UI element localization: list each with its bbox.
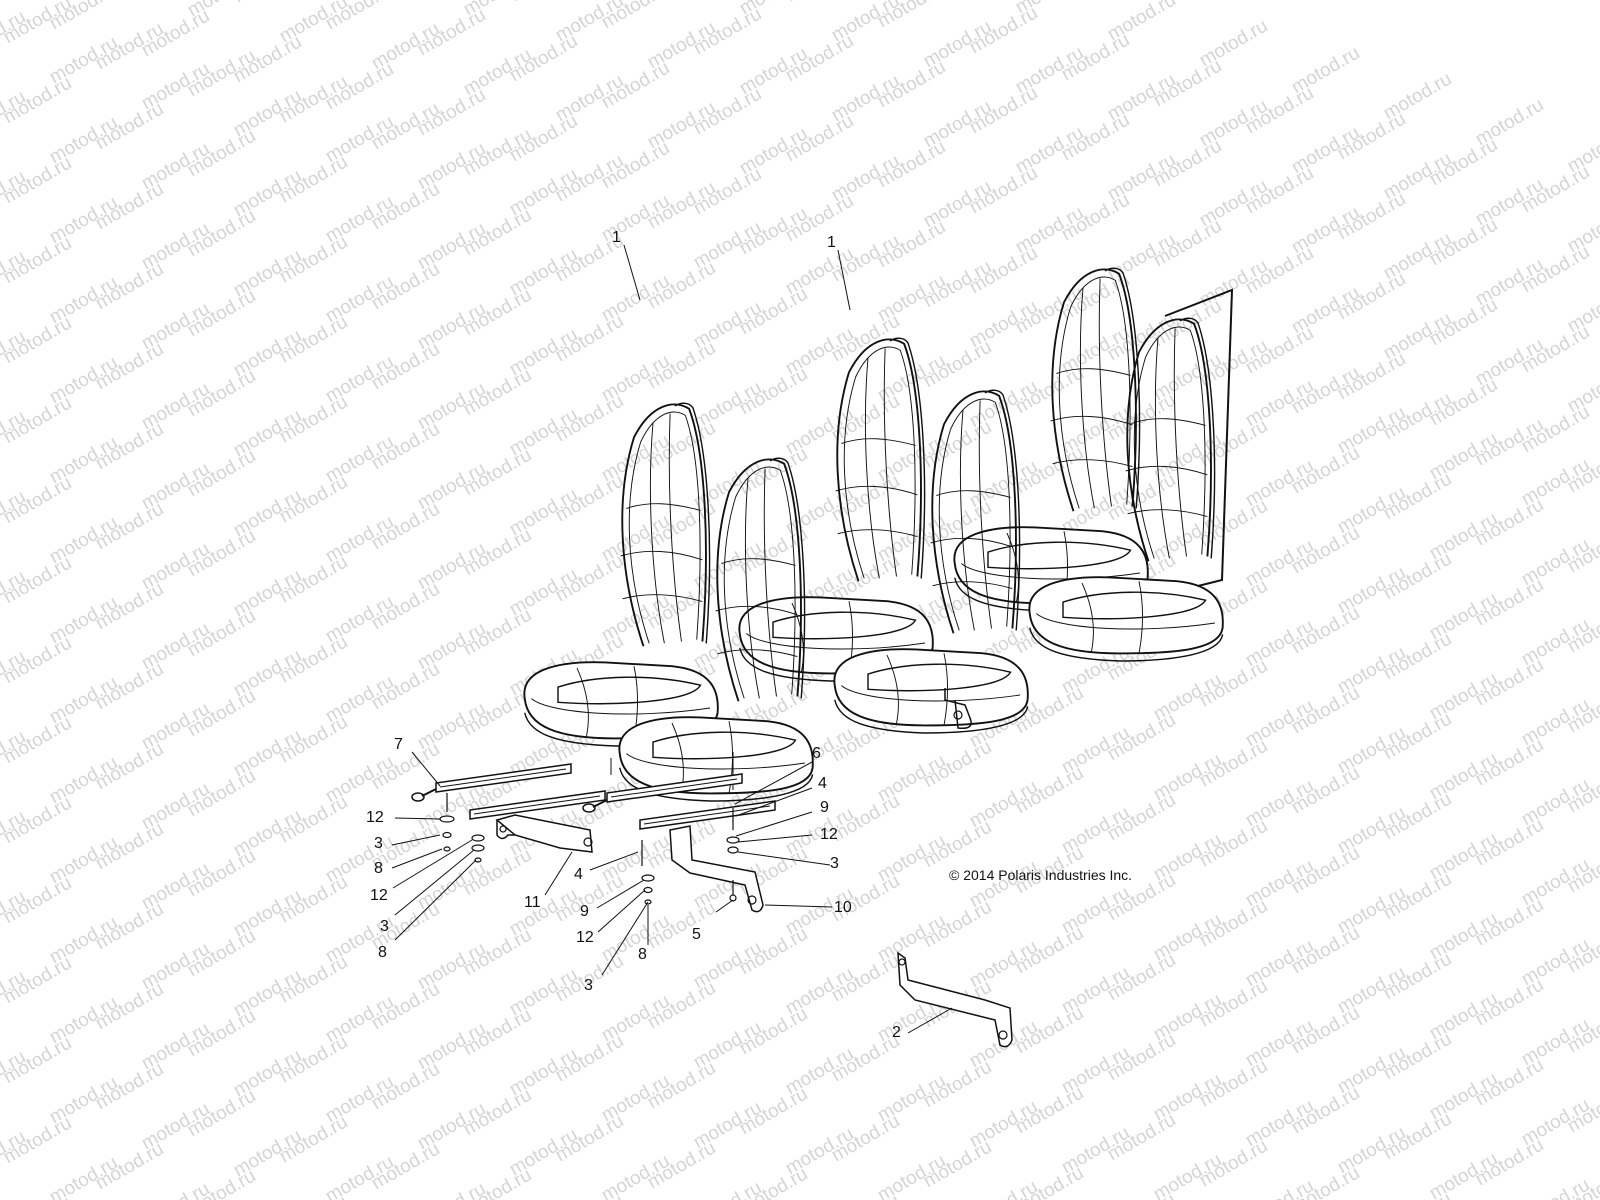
callout-6: 6 (812, 745, 821, 762)
seat-rear-left (953, 267, 1149, 612)
callout-12: 12 (370, 887, 388, 904)
callout-12: 12 (820, 826, 838, 843)
callout-2: 2 (892, 1024, 901, 1041)
rail-7 (435, 763, 572, 793)
callout-4: 4 (818, 775, 827, 792)
callout-9: 9 (580, 903, 589, 920)
callout-8: 8 (374, 860, 383, 877)
callout-7: 7 (394, 736, 403, 753)
rear-panel (1164, 288, 1234, 589)
callout-3: 3 (380, 918, 389, 935)
callout-8: 8 (638, 946, 647, 963)
callout-10: 10 (834, 899, 852, 916)
callout-12: 12 (576, 929, 594, 946)
seat-rear-right (1028, 317, 1224, 662)
callout-4: 4 (574, 866, 583, 883)
callout-3: 3 (584, 977, 593, 994)
callout-8: 8 (378, 944, 387, 961)
callout-3: 3 (830, 855, 839, 872)
callout-1: 1 (612, 229, 621, 246)
callout-12: 12 (366, 809, 384, 826)
callout-1: 1 (827, 234, 836, 251)
callout-3: 3 (374, 835, 383, 852)
callout-9: 9 (820, 799, 829, 816)
seat-front-left (523, 402, 719, 747)
callout-5: 5 (692, 926, 701, 943)
seat-middle-left (738, 337, 934, 682)
rail-6 (639, 800, 776, 830)
callout-11: 11 (524, 894, 541, 911)
copyright-notice: © 2014 Polaris Industries Inc. (949, 867, 1133, 883)
